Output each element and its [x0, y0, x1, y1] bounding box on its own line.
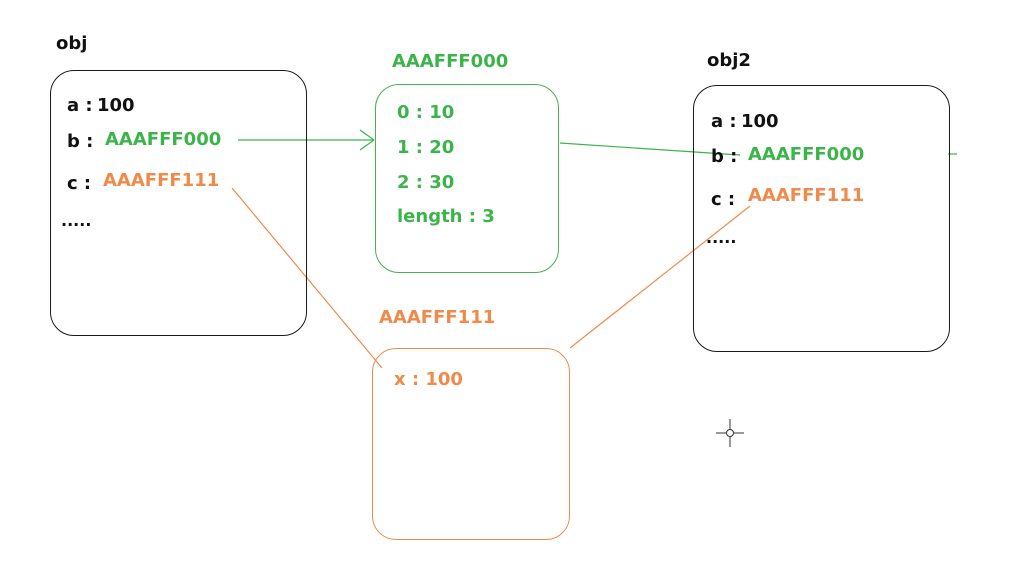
obj2-title: obj2: [707, 50, 751, 71]
obj-a-value: 100: [97, 95, 135, 116]
obj2-c-label: c :: [711, 189, 736, 210]
obj-c-to-object-connector: [231, 187, 383, 369]
obj-more: .....: [61, 211, 92, 230]
obj-c-label: c :: [67, 173, 92, 194]
crosshair-icon: [716, 419, 744, 447]
obj2-b-value: AAAFFF000: [748, 144, 865, 165]
array-to-obj2-b-connector: [559, 142, 741, 156]
obj-a-label: a :: [67, 95, 93, 116]
obj-box: [50, 70, 307, 336]
obj-b-arrowhead-upper: [359, 129, 375, 141]
obj2-c-to-object-connector: [569, 205, 751, 349]
object-row: x : 100: [394, 369, 463, 390]
obj-b-label: b :: [67, 131, 94, 152]
obj-c-value: AAAFFF111: [103, 170, 220, 191]
obj-b-value: AAAFFF000: [105, 129, 222, 150]
array-row: 0 : 10: [397, 102, 455, 123]
obj2-more: .....: [706, 228, 737, 247]
obj-b-arrowhead-lower: [359, 139, 375, 151]
array-box-title: AAAFFF000: [392, 51, 509, 72]
object-box: [372, 348, 570, 540]
obj2-box: [693, 85, 950, 352]
obj2-a-label: a :: [711, 111, 737, 132]
array-box: [375, 84, 559, 273]
obj2-b-label: b :: [711, 146, 738, 167]
obj2-a-value: 100: [741, 111, 779, 132]
array-row: 1 : 20: [397, 137, 455, 158]
obj2-c-value: AAAFFF111: [748, 185, 865, 206]
object-box-title: AAAFFF111: [379, 307, 496, 328]
array-row: length : 3: [397, 206, 495, 227]
array-row: 2 : 30: [397, 172, 455, 193]
obj-title: obj: [56, 33, 88, 54]
